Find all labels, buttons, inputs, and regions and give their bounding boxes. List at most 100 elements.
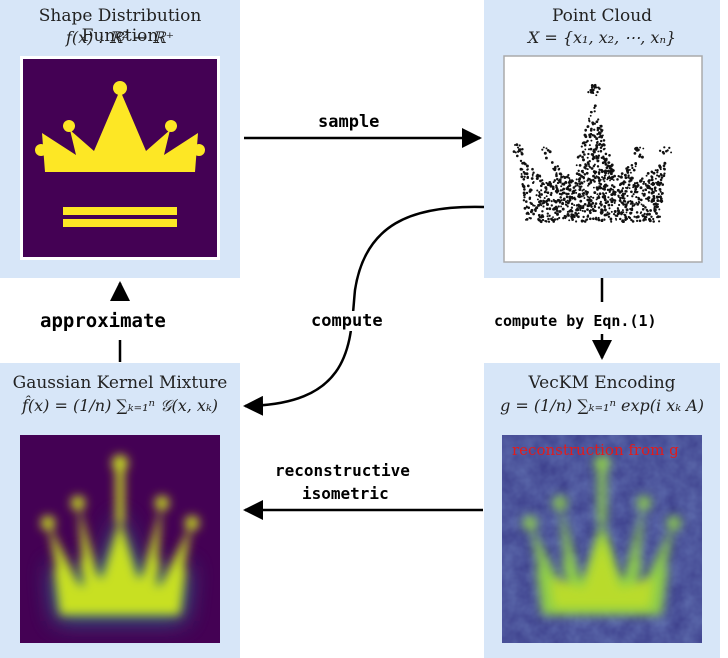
point-cloud-dot	[601, 176, 604, 179]
point-cloud-dot	[562, 197, 566, 201]
point-cloud-dot	[578, 188, 582, 192]
point-cloud-dot	[566, 187, 570, 191]
point-cloud-dot	[580, 185, 583, 188]
point-cloud-dot	[595, 146, 599, 149]
point-cloud-dot	[582, 215, 585, 219]
point-cloud-dot	[600, 170, 604, 174]
point-cloud-dot	[628, 168, 631, 171]
point-cloud-dot	[590, 139, 593, 142]
point-cloud-dot	[638, 153, 642, 156]
point-cloud-dot	[627, 183, 631, 187]
point-cloud-dot	[650, 178, 654, 182]
point-cloud-dot	[600, 130, 603, 133]
point-cloud-dot	[621, 196, 625, 200]
point-cloud-dot	[555, 174, 558, 178]
point-cloud-dot	[585, 218, 589, 221]
point-cloud-dot	[582, 141, 585, 145]
point-cloud-dot	[614, 214, 617, 217]
point-cloud-dot	[620, 212, 624, 215]
point-cloud-dot	[663, 161, 666, 164]
point-cloud-dot	[630, 164, 634, 167]
point-cloud-dot	[612, 212, 616, 216]
point-cloud-dot	[541, 210, 544, 213]
point-cloud-dot	[606, 188, 610, 192]
isometric-label: isometric	[302, 484, 389, 503]
point-cloud-dot	[642, 180, 646, 184]
point-cloud-dot	[576, 182, 579, 185]
point-cloud-dot	[583, 173, 586, 176]
point-cloud-dot	[593, 106, 596, 110]
point-cloud-dot	[607, 212, 611, 215]
point-cloud-dot	[556, 181, 560, 185]
point-cloud-dot	[627, 174, 630, 177]
point-cloud-dot	[526, 168, 529, 171]
point-cloud-dot	[571, 190, 574, 193]
point-cloud-dot	[589, 147, 593, 151]
point-cloud-dot	[521, 161, 524, 165]
point-cloud-dot	[616, 188, 620, 192]
point-cloud-dot	[655, 195, 659, 198]
point-cloud-dot	[597, 86, 600, 89]
point-cloud-dot	[546, 148, 550, 152]
point-cloud-dot	[545, 195, 548, 198]
point-cloud-dot	[516, 150, 520, 153]
point-cloud-dot	[656, 168, 659, 172]
point-cloud-dot	[601, 144, 604, 147]
point-cloud-dot	[596, 90, 599, 94]
point-cloud-dot	[603, 185, 607, 188]
point-cloud-dot	[588, 196, 591, 199]
point-cloud-dot	[530, 177, 534, 180]
point-cloud-dot	[596, 193, 599, 196]
point-cloud-dot	[655, 204, 658, 208]
point-cloud-dot	[625, 211, 628, 214]
point-cloud-dot	[603, 205, 607, 208]
point-cloud-dot	[589, 195, 593, 198]
point-cloud-dot	[624, 218, 627, 222]
point-cloud-dot	[609, 198, 612, 201]
point-cloud-dot	[597, 154, 601, 158]
point-cloud-dot	[655, 211, 658, 215]
point-cloud-dot	[597, 156, 600, 160]
point-cloud-dot	[583, 153, 586, 156]
point-cloud-dot	[592, 170, 596, 174]
point-cloud-dot	[652, 194, 656, 198]
point-cloud-dot	[545, 147, 548, 150]
point-cloud-dot	[658, 220, 661, 223]
point-cloud-dot	[614, 190, 617, 194]
point-cloud-dot	[584, 163, 587, 166]
point-cloud-dot	[653, 208, 656, 212]
point-cloud-dot	[583, 202, 587, 206]
point-cloud-dot	[588, 144, 591, 147]
point-cloud-dot	[659, 178, 663, 182]
point-cloud-dot	[594, 209, 597, 213]
point-cloud-dot	[541, 179, 544, 182]
point-cloud-dot	[593, 186, 595, 189]
point-cloud-dot	[618, 175, 621, 178]
point-cloud-dot	[523, 193, 527, 196]
point-cloud-dot	[623, 203, 626, 206]
point-cloud-dot	[560, 193, 563, 196]
point-cloud-dot	[593, 204, 596, 207]
point-cloud-dot	[552, 216, 554, 219]
point-cloud-dot	[618, 199, 622, 202]
point-cloud-dot	[609, 171, 613, 174]
point-cloud-dot	[577, 169, 580, 172]
point-cloud-dot	[618, 191, 622, 194]
point-cloud-dot	[590, 167, 594, 170]
point-cloud-dot	[653, 187, 657, 191]
point-cloud-dot	[662, 152, 666, 155]
point-cloud-dot	[645, 184, 648, 187]
point-cloud-dot	[591, 123, 595, 126]
point-cloud-dot	[600, 219, 604, 223]
point-cloud-dot	[580, 169, 584, 173]
point-cloud-dot	[587, 201, 591, 205]
point-cloud-dot	[515, 154, 519, 158]
point-cloud-dot	[620, 172, 624, 175]
point-cloud-dot	[537, 213, 541, 217]
point-cloud-dot	[543, 151, 547, 155]
point-cloud-dot	[575, 164, 578, 167]
point-cloud-dot	[609, 218, 613, 221]
point-cloud-dot	[600, 203, 603, 206]
point-cloud-dot	[599, 149, 603, 153]
point-cloud-dot	[613, 192, 617, 196]
